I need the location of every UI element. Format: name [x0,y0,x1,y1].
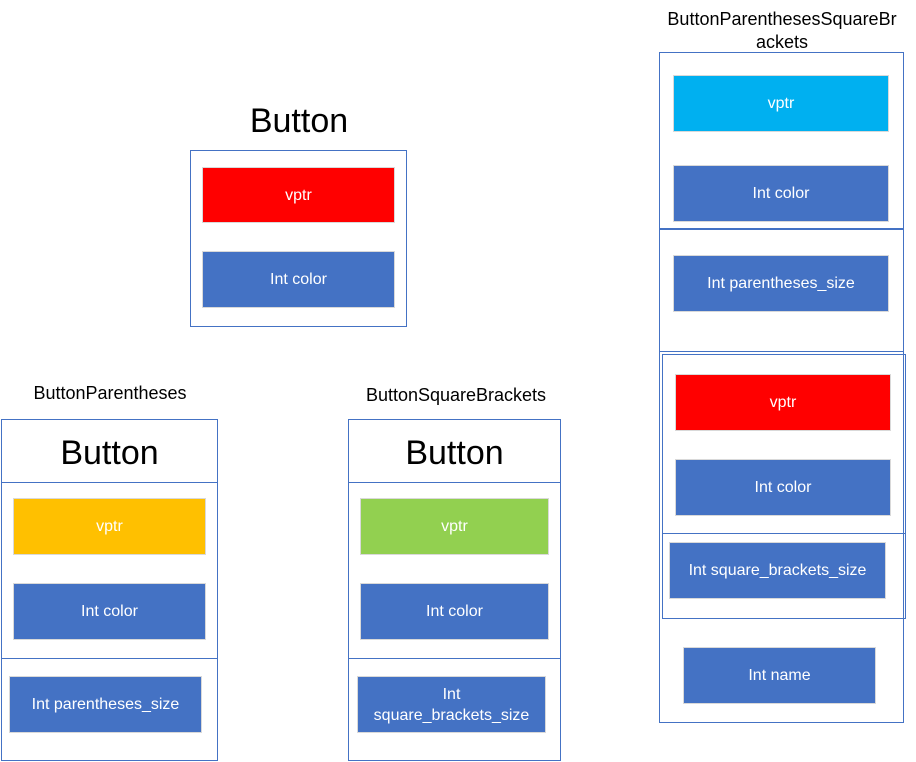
button-parentheses-square-brackets-color-1-cell: Int color [673,165,889,222]
button-parentheses-square-brackets-vptr-1-cell: vptr [673,75,889,132]
button-parentheses-vptr-cell: vptr [13,498,206,555]
button-parentheses-square-brackets-parentheses-frame [659,229,904,352]
button-parentheses-square-brackets-vptr-2-cell: vptr [675,374,891,431]
button-square-brackets-base-title: Button [405,434,504,472]
button-parentheses-square-brackets-parentheses-size-cell: Int parentheses_size [673,255,889,312]
button-square-brackets-vptr-cell: vptr [360,498,549,555]
button-frame [190,150,407,327]
button-parentheses-color-cell: Int color [13,583,206,640]
button-square-brackets-title: ButtonSquareBrackets [365,385,547,405]
button-square-brackets-color-cell: Int color [360,583,549,640]
button-parentheses-square-brackets-title-line2: ackets [755,32,809,52]
button-parentheses-square-brackets-square-frame [662,533,906,619]
button-color-cell: Int color [202,251,395,308]
button-square-brackets-size-label-line1: Int [442,685,461,703]
button-parentheses-size-cell: Int parentheses_size [9,676,202,733]
button-parentheses-title: ButtonParentheses [33,383,187,403]
button-parentheses-square-brackets-name-cell: Int name [683,647,876,704]
button-square-brackets-size-cell: Int square_brackets_size [357,676,546,733]
button-vptr-cell: vptr [202,167,395,223]
button-parentheses-base-title: Button [60,434,159,472]
button-parentheses-square-brackets-first-base-frame [659,52,904,229]
button-parentheses-square-brackets-title: ButtonParenthesesSquareBr ackets [652,8,912,54]
button-parentheses-square-brackets-title-line1: ButtonParenthesesSquareBr [667,9,897,29]
button-parentheses-square-brackets-color-2-cell: Int color [675,459,891,516]
button-title: Button [249,102,349,140]
button-square-brackets-base-frame [348,482,561,659]
button-parentheses-square-brackets-square-brackets-size-cell: Int square_brackets_size [669,542,886,599]
button-square-brackets-size-label-line2: square_brackets_size [373,706,530,724]
button-parentheses-base-frame [1,482,218,659]
